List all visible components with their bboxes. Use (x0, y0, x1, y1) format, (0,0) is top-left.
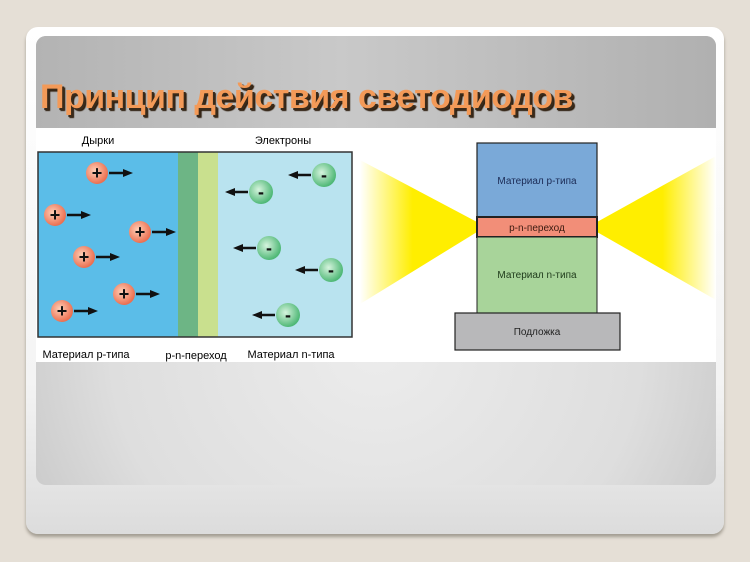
diagram-svg: Дырки Электроны + + + + + + - - - - - Материал p-… (37, 135, 716, 362)
diagram-border (37, 151, 353, 338)
electron-particle: - (225, 180, 273, 204)
light-beam-left (360, 160, 477, 304)
pn-junction-diagram: Дырки Электроны + + + + + + - - - - - Материал p-… (37, 135, 353, 362)
arrow-right-icon (110, 253, 120, 261)
hole-circle (51, 300, 73, 322)
electron-circle (312, 163, 336, 187)
hole-circle (129, 221, 151, 243)
electron-particle: - (295, 258, 343, 282)
arrow-left-icon (295, 266, 305, 274)
stack-label-junction: p-n-переход (509, 223, 565, 234)
electron-particle: - (288, 163, 336, 187)
arrow-right-icon (81, 211, 91, 219)
arrow-right-icon (166, 228, 176, 236)
arrow-left-icon (225, 188, 235, 196)
label-n-material: Материал n-типа (247, 349, 335, 361)
minus-icon: - (258, 182, 264, 202)
arrow-right-icon (123, 169, 133, 177)
arrow-left-icon (288, 171, 298, 179)
plus-icon: + (119, 284, 130, 304)
holes-group: + + + + + + (44, 162, 176, 322)
substrate-layer (454, 312, 621, 351)
stack-n-layer (476, 236, 598, 314)
hole-circle (44, 204, 66, 226)
led-structure-diagram: Материал p-типа p-n-переход Материал n-т… (360, 142, 716, 351)
electron-particle: - (252, 303, 300, 327)
hole-particle: + (44, 204, 91, 226)
hole-particle: + (113, 283, 160, 305)
electron-circle (257, 236, 281, 260)
arrow-right-icon (150, 290, 160, 298)
plus-icon: + (79, 247, 90, 267)
slide-title: Принцип действия светодиодов (40, 78, 573, 116)
minus-icon: - (285, 305, 291, 325)
hole-circle (73, 246, 95, 268)
title-band: Принцип действия светодиодов (36, 36, 716, 128)
stack-label-p: Материал p-типа (497, 176, 577, 187)
hole-particle: + (129, 221, 176, 243)
hole-circle (86, 162, 108, 184)
arrow-right-icon (88, 307, 98, 315)
arrow-left-icon (233, 244, 243, 252)
junction-light-band (198, 152, 218, 337)
light-beam-right (597, 156, 716, 300)
label-junction: p-n-переход (165, 350, 227, 362)
label-electrons: Электроны (255, 135, 311, 147)
electron-circle (276, 303, 300, 327)
electron-particle: - (233, 236, 281, 260)
minus-icon: - (266, 238, 272, 258)
label-p-material: Материал p-типа (42, 349, 130, 361)
arrow-left-icon (252, 311, 262, 319)
plus-icon: + (50, 205, 61, 225)
minus-icon: - (328, 260, 334, 280)
plus-icon: + (135, 222, 146, 242)
label-holes: Дырки (82, 135, 114, 147)
electrons-group: - - - - - (225, 163, 343, 327)
hole-particle: + (51, 300, 98, 322)
stack-label-substrate: Подложка (514, 327, 561, 338)
stack-p-layer (476, 142, 598, 218)
plus-icon: + (92, 163, 103, 183)
junction-dark-band (178, 152, 198, 337)
hole-circle (113, 283, 135, 305)
electron-circle (319, 258, 343, 282)
stack-label-n: Материал n-типа (497, 270, 577, 281)
hole-particle: + (73, 246, 120, 268)
hole-particle: + (86, 162, 133, 184)
electron-circle (249, 180, 273, 204)
plus-icon: + (57, 301, 68, 321)
diagram-area: Дырки Электроны + + + + + + - - - - - Материал p-… (36, 128, 716, 362)
minus-icon: - (321, 165, 327, 185)
